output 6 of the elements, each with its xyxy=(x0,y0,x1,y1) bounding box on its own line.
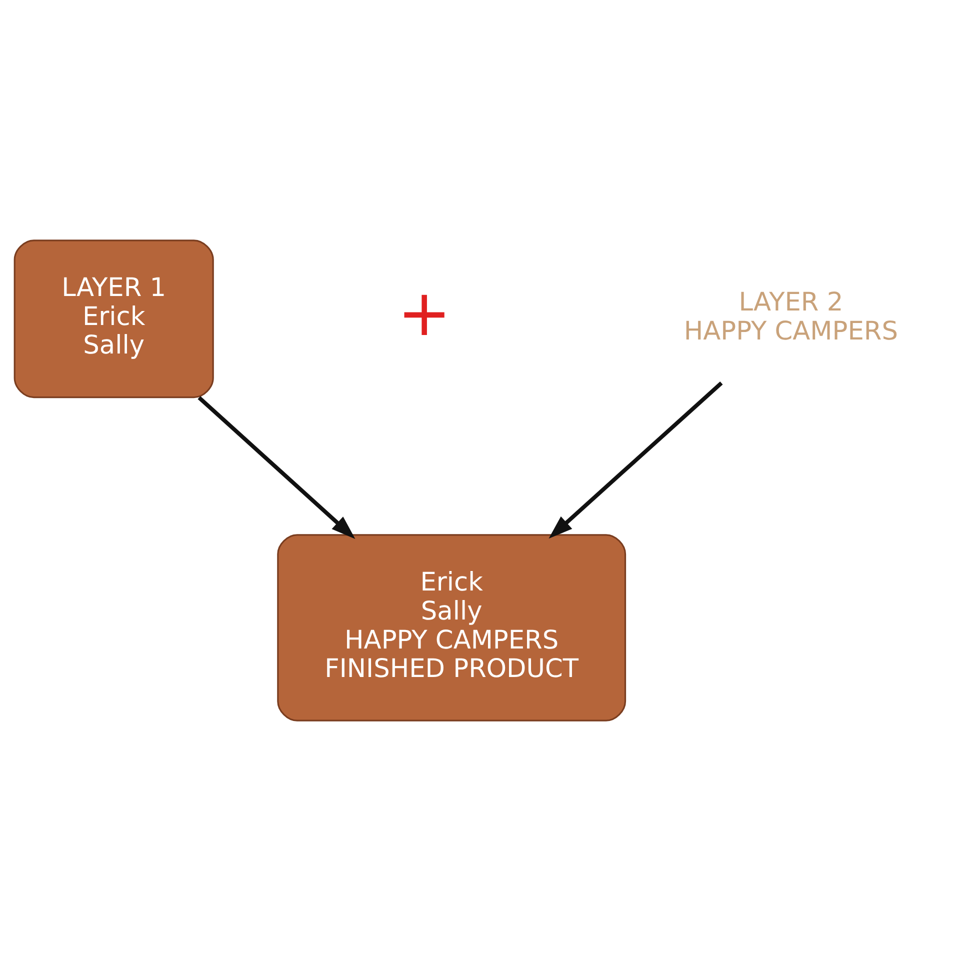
arrow xyxy=(198,396,356,538)
arrow xyxy=(548,381,723,538)
node-box: LAYER 1 Erick Sally xyxy=(14,239,214,398)
node-box: Erick Sally HAPPY CAMPERS FINISHED PRODUCT xyxy=(277,534,626,721)
node-text: LAYER 2 HAPPY CAMPERS xyxy=(684,287,898,346)
label: + xyxy=(398,276,452,350)
